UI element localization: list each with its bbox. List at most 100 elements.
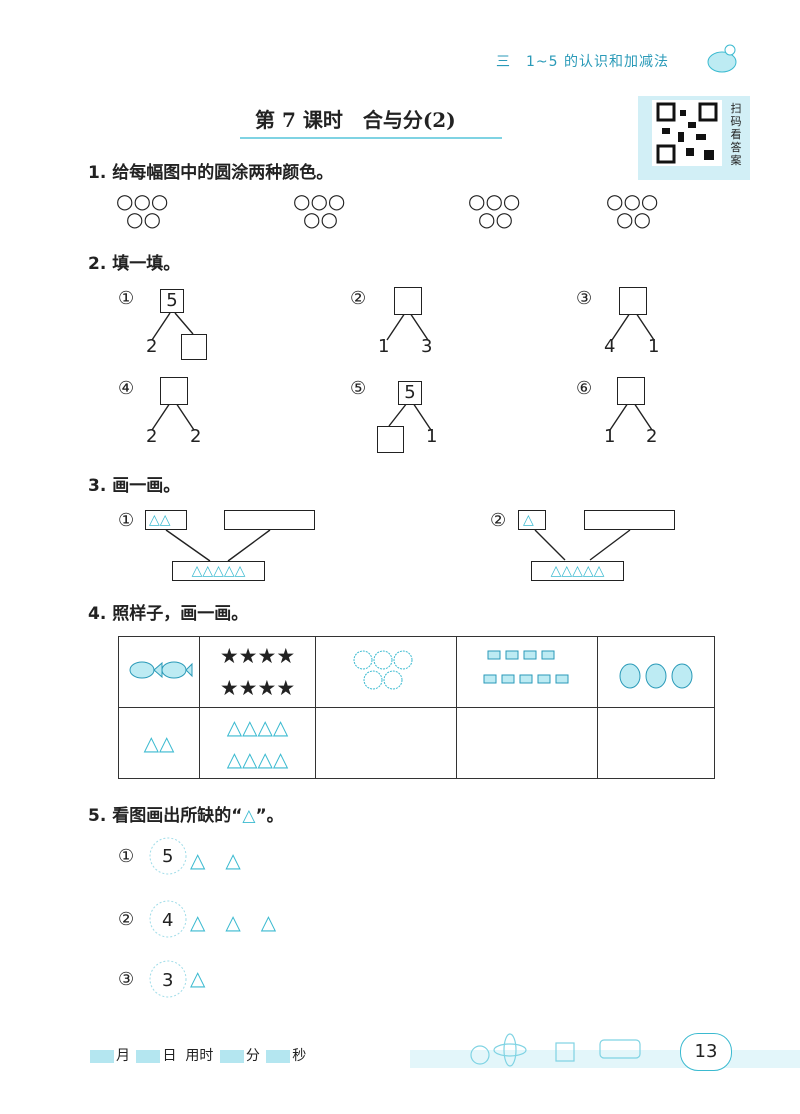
qr-caption: 扫 码 看 答 案 [727,102,745,167]
item-marker: ③ [118,969,135,990]
triangles: △△ [149,512,171,528]
title-underline [240,137,502,139]
item-marker: ④ [118,378,135,399]
flower-number: 5 [162,846,174,867]
triangles: △ △ [190,848,241,872]
circle-row: ○○○ [468,189,521,213]
circle-group-3[interactable]: ○○○ ○○ [468,189,521,231]
fish-icon [129,661,193,679]
answer-box[interactable] [377,426,404,453]
item-marker: ① [118,288,135,309]
stars-cell: ★★★★ ★★★★ [199,636,316,708]
section-header: 三 1~5 的认识和加减法 [496,54,669,70]
mascot-icon [707,44,737,73]
item-marker: ② [490,510,507,531]
total-box[interactable]: 5 [160,289,184,313]
triangles: △ △ △ [190,910,277,934]
part-value: 1 [648,336,660,357]
answer-cell[interactable] [315,707,457,779]
answer-cell[interactable] [597,707,715,779]
day-label: 日 [162,1048,177,1064]
example-answer-cell: △△△△ △△△△ [199,707,316,779]
circle-row: ○○○ [293,189,346,213]
qr-caption-char: 答 [730,141,742,154]
pattern-table: ★★★★ ★★★★ [118,636,715,779]
total-box: △△△△△ [531,561,624,581]
part-value: 2 [146,426,158,447]
question-2-label: 2. 填一填。 [88,254,181,274]
part-value: 4 [604,336,616,357]
stars-row: ★★★★ [219,644,296,668]
answer-box[interactable] [584,510,675,530]
part-value: 1 [426,426,438,447]
circle-row: ○○ [616,207,651,231]
circle-row: ○○○ [116,189,169,213]
circle-group-4[interactable]: ○○○ ○○ [606,191,658,231]
triangle-icon: △ [242,806,256,826]
qr-caption-char: 码 [730,115,742,128]
flag-icon [483,650,569,684]
answer-box[interactable] [224,510,315,530]
fish-picture-cell [118,636,200,708]
triangles: △ [190,966,206,990]
item-marker: ① [118,510,135,531]
answer-cell[interactable] [456,707,598,779]
triangles: △△△△ [226,715,289,739]
day-field[interactable] [136,1049,161,1063]
qr-caption-char: 看 [730,128,742,141]
month-field[interactable] [90,1049,114,1063]
part-value: 2 [190,426,202,447]
triangles: △△△△△ [550,563,605,579]
answer-box[interactable] [619,287,647,315]
item-marker: ② [350,288,367,309]
label-text: ”。 [255,806,284,826]
question-5-label: 5. 看图画出所缺的“△”。 [88,801,284,826]
qr-code-icon[interactable] [652,100,722,166]
circle-row: ○○ [478,207,513,231]
item-marker: ② [118,909,135,930]
question-3-label: 3. 画一画。 [88,476,181,496]
pear-icon [619,663,693,689]
item-marker: ① [118,846,135,867]
month-label: 月 [116,1048,130,1064]
answer-box[interactable] [181,334,207,360]
second-label: 秒 [292,1048,307,1064]
answer-box[interactable] [617,377,645,405]
minute-label: 分 [245,1048,260,1064]
part-box: △△ [145,510,187,530]
stars-row: ★★★★ [219,676,296,700]
minute-field[interactable] [219,1049,244,1063]
pear-cell [597,636,715,708]
part-value: 3 [421,336,433,357]
item-marker: ⑥ [576,378,593,399]
question-4-label: 4. 照样子，画一画。 [88,604,249,624]
triangles: △△ [143,731,175,755]
part-value: 1 [604,426,616,447]
triangles: △△△△ [226,747,289,771]
circle-row: ○○ [303,207,338,231]
total-value: 5 [404,382,416,403]
answer-box[interactable] [394,287,422,315]
smiley-face-icon [353,650,413,690]
example-answer-cell: △△ [118,707,200,779]
circle-row: ○○ [126,207,161,231]
triangles: △△△△△ [191,563,246,579]
second-field[interactable] [266,1049,291,1063]
total-value: 5 [166,290,178,311]
flower-number: 4 [162,910,174,931]
qr-caption-char: 案 [730,154,742,167]
item-marker: ⑤ [350,378,367,399]
smiley-cell [315,636,457,708]
time-used-label: 用时 [185,1048,214,1064]
part-value: 1 [378,336,390,357]
circle-group-1[interactable]: ○○○ ○○ [116,189,169,231]
total-box[interactable]: 5 [398,381,422,405]
circle-group-2[interactable]: ○○○ ○○ [293,189,346,231]
page-title: 第 7 课时 合与分(2) [255,108,456,132]
item-marker: ③ [576,288,593,309]
label-text: 5. 看图画出所缺的“ [88,806,243,826]
answer-box[interactable] [160,377,188,405]
